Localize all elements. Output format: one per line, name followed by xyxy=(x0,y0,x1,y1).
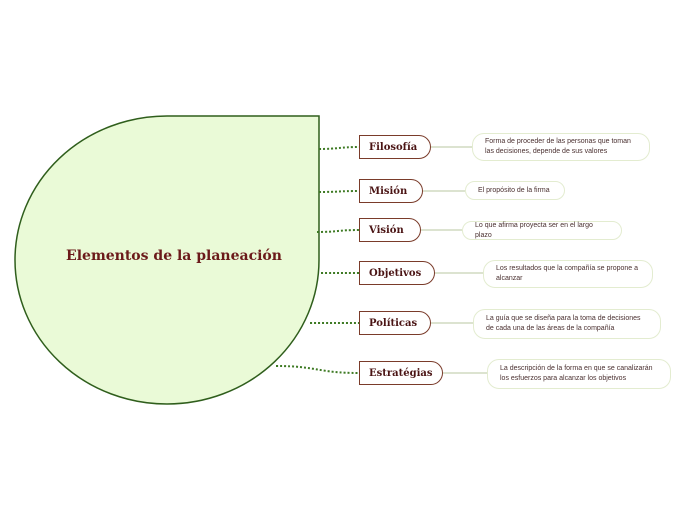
leaf-text: Lo que afirma proyecta ser en el largo p… xyxy=(475,221,593,239)
branch-node-vision[interactable]: Visión xyxy=(359,218,421,242)
branch-label: Misión xyxy=(369,185,408,197)
branch-node-politicas[interactable]: Políticas xyxy=(359,311,431,335)
branch-label: Estratégias xyxy=(369,367,433,379)
leaf-text: La guía que se diseña para la toma de de… xyxy=(486,315,641,332)
leaf-text: El propósito de la firma xyxy=(478,186,550,194)
leaf-node-mision[interactable]: El propósito de la firma xyxy=(465,181,565,200)
branch-node-filosofia[interactable]: Filosofía xyxy=(359,135,431,159)
branch-label: Objetivos xyxy=(369,267,422,279)
leaf-text: Forma de proceder de las personas que to… xyxy=(485,138,631,155)
branch-node-objetivos[interactable]: Objetivos xyxy=(359,261,435,285)
root-topic-title: Elementos de la planeación xyxy=(66,248,282,264)
branch-label: Filosofía xyxy=(369,141,418,153)
branch-connector xyxy=(318,146,360,150)
branch-connector xyxy=(275,365,360,374)
leaf-text: Los resultados que la compañía se propon… xyxy=(496,265,639,282)
leaf-node-filosofia[interactable]: Forma de proceder de las personas que to… xyxy=(472,133,650,161)
leaf-node-objetivos[interactable]: Los resultados que la compañía se propon… xyxy=(483,260,653,288)
branch-label: Políticas xyxy=(369,317,418,329)
branch-node-mision[interactable]: Misión xyxy=(359,179,423,203)
branch-label: Visión xyxy=(369,224,404,236)
leaf-node-estrategias[interactable]: La descripción de la forma en que se can… xyxy=(487,359,671,389)
root-topic-shape[interactable] xyxy=(14,115,320,405)
leaf-node-politicas[interactable]: La guía que se diseña para la toma de de… xyxy=(473,309,661,339)
leaf-text: La descripción de la forma en que se can… xyxy=(500,365,653,382)
branch-connector xyxy=(318,190,360,193)
leaf-node-vision[interactable]: Lo que afirma proyecta ser en el largo p… xyxy=(462,221,622,240)
branch-node-estrategias[interactable]: Estratégias xyxy=(359,361,443,385)
branch-connector xyxy=(316,229,360,233)
